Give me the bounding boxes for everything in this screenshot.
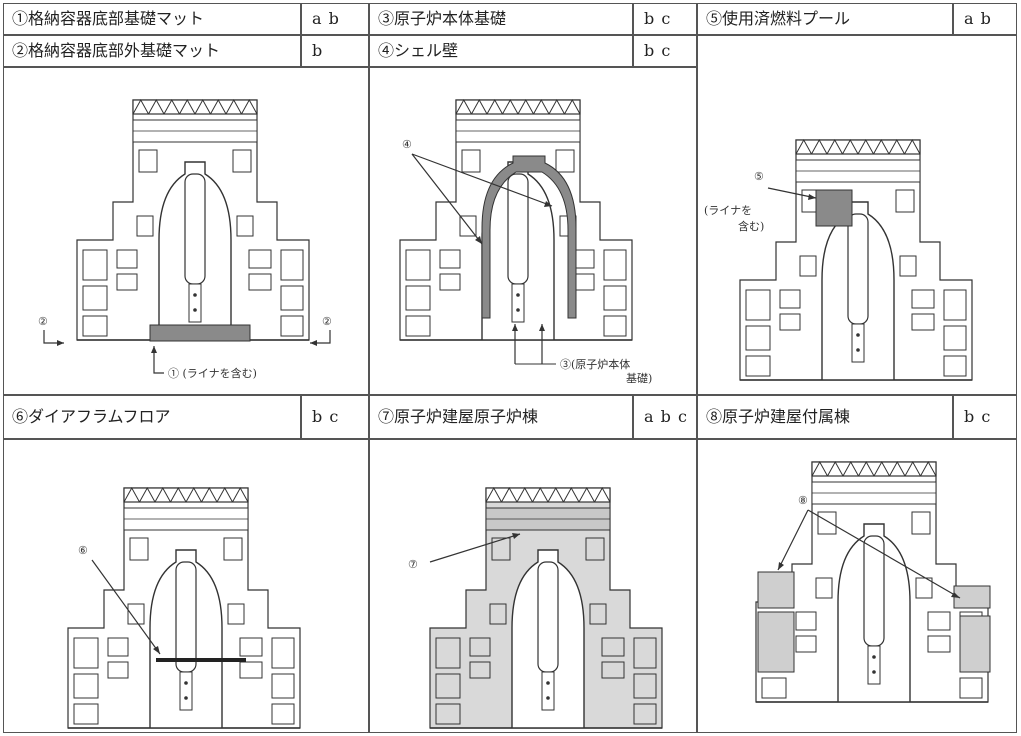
building-section-6 (755, 460, 989, 703)
panel-4: ⑥ (3, 439, 369, 733)
item-7-name-cell: ⑦原子炉建屋原子炉棟 (369, 395, 633, 439)
item-1-code: a b (312, 9, 340, 28)
roof-truss (795, 138, 921, 155)
item-2-name: ②格納容器底部外基礎マット (12, 41, 221, 60)
annotation-base-1: ③(原子炉本体 (560, 357, 630, 371)
item-8-name: ⑧原子炉建屋付属棟 (706, 407, 851, 426)
annotation-left: ② (38, 315, 48, 328)
annotation-pool-num: ⑤ (754, 170, 764, 183)
building-section-2 (399, 98, 633, 341)
highlight-annex-left (757, 571, 795, 609)
item-4-code-cell: b c (633, 35, 697, 67)
item-5-name-cell: ⑤使用済燃料プール (697, 3, 953, 35)
highlight-diaphragm-floor (156, 658, 246, 662)
highlight-bottom-mat (149, 324, 251, 342)
item-1-name: ①格納容器底部基礎マット (12, 9, 205, 28)
item-1-name-cell: ①格納容器底部基礎マット (3, 3, 301, 35)
panel-2: ④ ③(原子炉本体 基礎) (369, 67, 697, 395)
panel-5-drawing: ⑦ (408, 486, 663, 729)
item-8-name-cell: ⑧原子炉建屋付属棟 (697, 395, 953, 439)
annotation-reactor-building: ⑦ (408, 558, 418, 571)
item-4-name-cell: ④シェル壁 (369, 35, 633, 67)
item-7-code: a b c (644, 407, 688, 426)
panel-2-drawing: ④ ③(原子炉本体 基礎) (399, 98, 652, 385)
panel-3: ⑤ (ライナを 含む) (697, 35, 1017, 395)
item-3-name-cell: ③原子炉本体基礎 (369, 3, 633, 35)
panel-6-drawing: ⑧ (755, 460, 991, 703)
highlight-annex-left-low (757, 611, 795, 673)
reactor-vessel (847, 213, 869, 325)
panel-5: ⑦ (369, 439, 697, 733)
building-section-4 (67, 486, 301, 729)
item-4-code: b c (644, 41, 672, 60)
highlight-annex-right-low (959, 615, 991, 673)
roof-truss (132, 98, 258, 115)
building-section-1 (76, 98, 310, 341)
item-2-name-cell: ②格納容器底部外基礎マット (3, 35, 301, 67)
building-section-5 (429, 486, 663, 729)
roof-truss (485, 486, 611, 503)
item-6-name: ⑥ダイアフラムフロア (12, 407, 171, 426)
building-section-3 (739, 138, 973, 381)
roof-truss (811, 460, 937, 477)
item-2-code-cell: b (301, 35, 369, 67)
highlight-fuel-pool (815, 189, 853, 227)
item-8-code: b c (964, 407, 992, 426)
annotation-pool-2: 含む) (738, 219, 764, 233)
item-2-code: b (312, 41, 324, 60)
item-7-name: ⑦原子炉建屋原子炉棟 (378, 407, 539, 426)
item-3-name: ③原子炉本体基礎 (378, 9, 507, 28)
item-5-code-cell: a b (953, 3, 1017, 35)
figure-grid: ①格納容器底部基礎マット a b ③原子炉本体基礎 b c ⑤使用済燃料プール … (3, 3, 1017, 733)
item-8-code-cell: b c (953, 395, 1017, 439)
item-3-code-cell: b c (633, 3, 697, 35)
item-3-code: b c (644, 9, 672, 28)
panel-3-drawing: ⑤ (ライナを 含む) (704, 138, 973, 381)
item-6-name-cell: ⑥ダイアフラムフロア (3, 395, 301, 439)
panel-1-drawing: ② ② ① (ライナを含む) (38, 98, 332, 380)
item-4-name: ④シェル壁 (378, 41, 459, 60)
reactor-vessel (175, 561, 197, 673)
annotation-diaphragm: ⑥ (78, 544, 88, 557)
reactor-vessel (184, 173, 206, 285)
item-6-code: b c (312, 407, 340, 426)
panel-1: ② ② ① (ライナを含む) (3, 67, 369, 395)
annotation-annex: ⑧ (798, 494, 808, 507)
highlight-shell-wall (481, 155, 577, 319)
annotation-right: ② (322, 315, 332, 328)
panel-4-drawing: ⑥ (67, 486, 301, 729)
annotation-base-2: 基礎) (626, 372, 652, 385)
item-5-code: a b (964, 9, 992, 28)
roof-truss (123, 486, 249, 503)
item-6-code-cell: b c (301, 395, 369, 439)
annotation-bottom: ① (ライナを含む) (168, 366, 257, 380)
roof-truss (455, 98, 581, 115)
annotation-pool-1: (ライナを (704, 204, 752, 217)
reactor-vessel (537, 561, 559, 673)
panel-6: ⑧ (697, 439, 1017, 733)
item-5-name: ⑤使用済燃料プール (706, 9, 851, 28)
item-1-code-cell: a b (301, 3, 369, 35)
item-7-code-cell: a b c (633, 395, 697, 439)
annotation-shell: ④ (402, 138, 412, 151)
